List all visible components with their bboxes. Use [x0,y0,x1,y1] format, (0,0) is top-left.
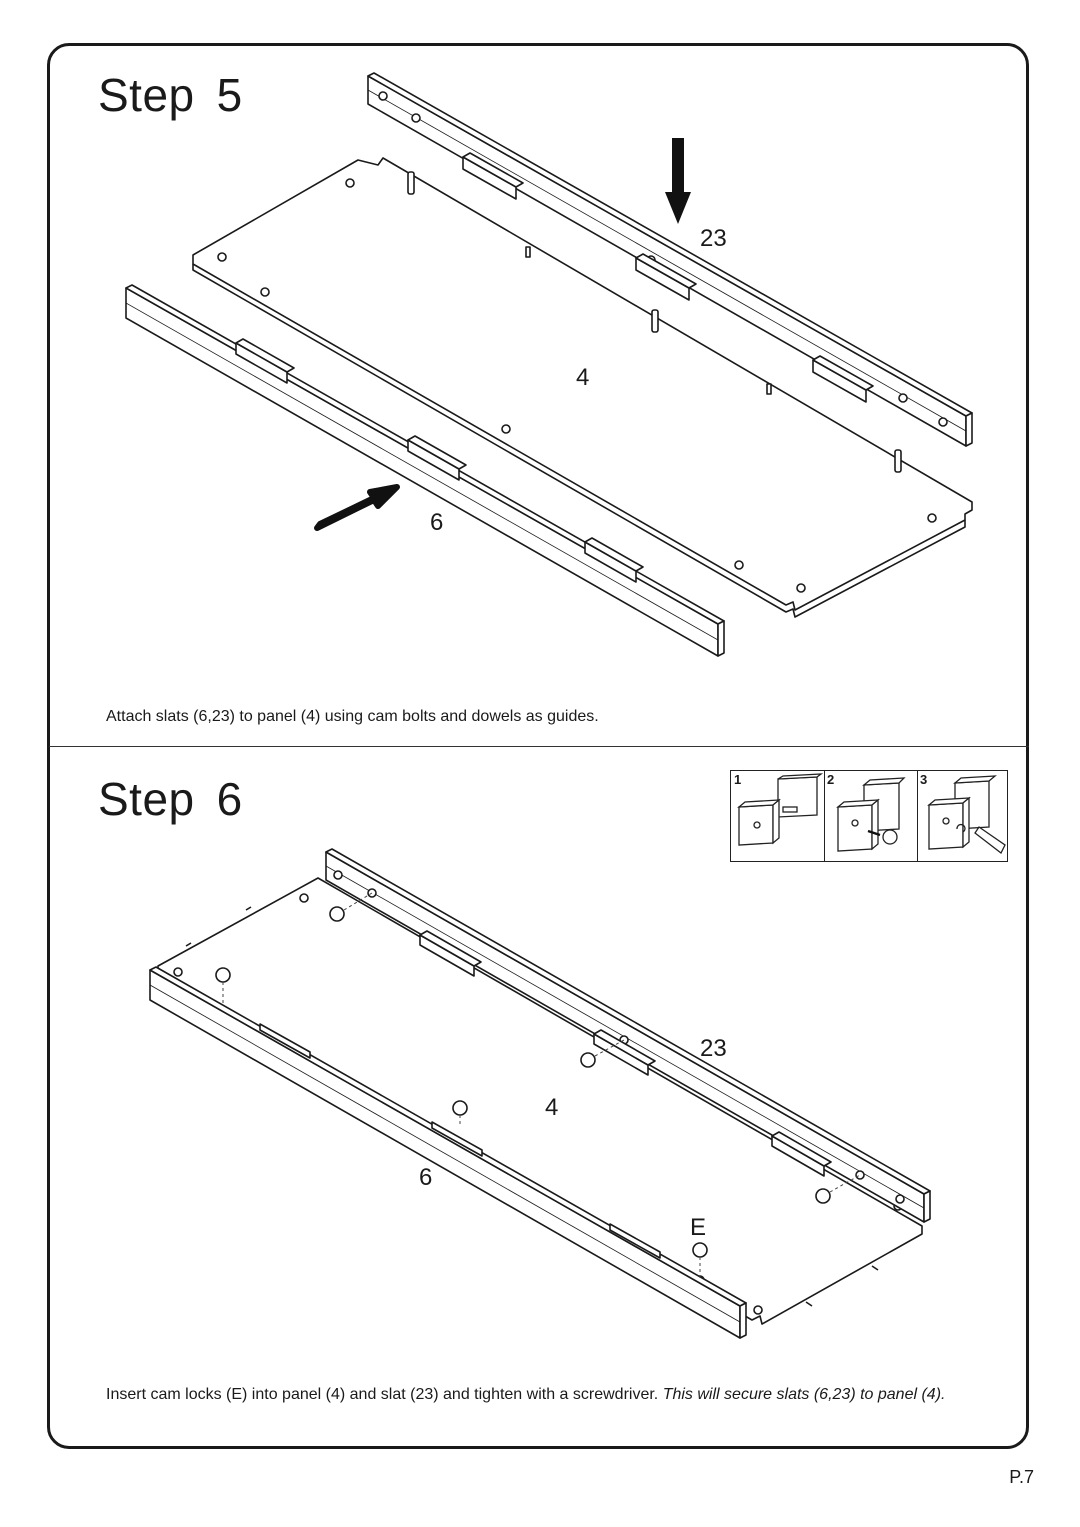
arrow-down-icon [665,138,691,224]
step6-title-number: 6 [216,773,243,825]
step6-caption: Insert cam locks (E) into panel (4) and … [106,1384,996,1406]
step6-slat-6 [149,966,747,1339]
step6-title-word: Step [98,773,195,825]
step6-label-6: 6 [419,1164,433,1191]
page-number: P.7 [1009,1467,1034,1487]
inset-step-2: 2 [827,772,835,787]
step6-label-23: 23 [700,1035,727,1062]
step6-title: Step 6 [98,772,243,826]
step5-label-23: 23 [700,225,727,252]
step5-title-number: 5 [216,69,243,121]
step6-panel-4 [157,877,923,1325]
step5-panel-4 [192,157,973,618]
step6-caption-italic: This will secure slats (6,23) to panel (… [662,1386,946,1403]
inset-step-3: 3 [920,772,928,787]
inset-panel-2: 2 [824,771,918,861]
step6-slat-23 [325,848,931,1223]
step5-slat-6 [125,284,725,657]
inset-panel-1: 1 [731,771,825,861]
step6-label-4: 4 [545,1094,559,1121]
step5-label-6: 6 [430,509,444,536]
inset-step-1: 1 [734,772,742,787]
step5-title: Step 5 [98,68,243,122]
arrow-up-right-icon [314,484,400,531]
step6-caption-regular: Insert cam locks (E) into panel (4) and … [106,1386,659,1403]
step5-title-word: Step [98,69,195,121]
inset-panel-3: 3 [917,771,1007,861]
step5-slat-23 [367,72,973,447]
camlock-inset: 1 2 3 [730,770,1008,862]
step6-label-e: E [690,1214,707,1241]
step-divider [49,746,1029,747]
step5-label-4: 4 [576,364,590,391]
step5-caption: Attach slats (6,23) to panel (4) using c… [106,708,599,725]
